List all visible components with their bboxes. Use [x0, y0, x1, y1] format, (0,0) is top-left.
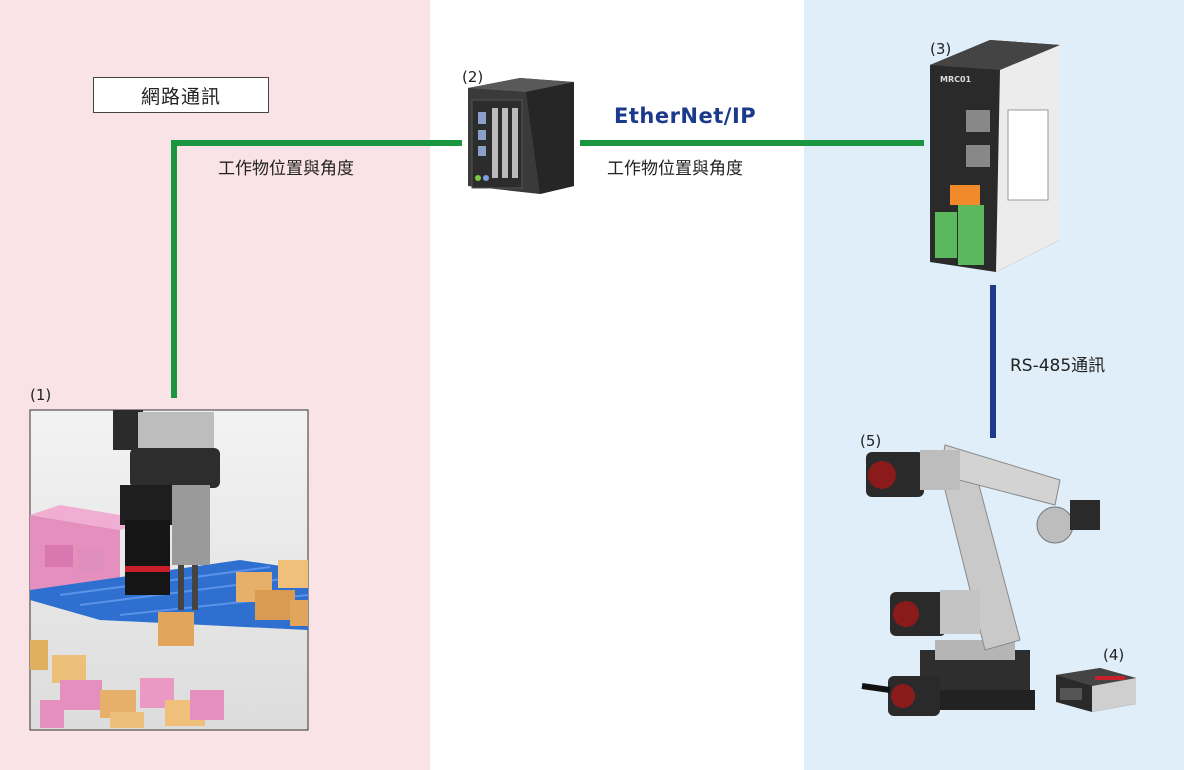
robot-motor-middle	[890, 590, 980, 636]
ethernet-line-vision-pc	[171, 140, 462, 398]
vision-gripper	[113, 410, 220, 646]
robot-motor-top	[866, 450, 960, 497]
device-number-5: (5)	[860, 432, 882, 450]
device-number-1: (1)	[30, 386, 52, 404]
left-link-label: 工作物位置與角度	[218, 159, 354, 179]
middle-link-label: 工作物位置與角度	[607, 159, 743, 179]
box-cluster-front	[30, 640, 224, 728]
tan-box-cluster-tray	[236, 560, 308, 626]
ethernet-ip-logo: EtherNet/IP	[614, 104, 757, 128]
device-number-3: (3)	[930, 40, 952, 58]
device-number-2: (2)	[462, 68, 484, 86]
controller-model-text: MRC01	[940, 75, 972, 84]
rs485-label: RS-485通訊	[1010, 356, 1106, 376]
robot-motor-bottom	[888, 676, 940, 716]
network-communication-title: 網路通訊	[93, 77, 269, 113]
device-number-4: (4)	[1103, 646, 1125, 664]
